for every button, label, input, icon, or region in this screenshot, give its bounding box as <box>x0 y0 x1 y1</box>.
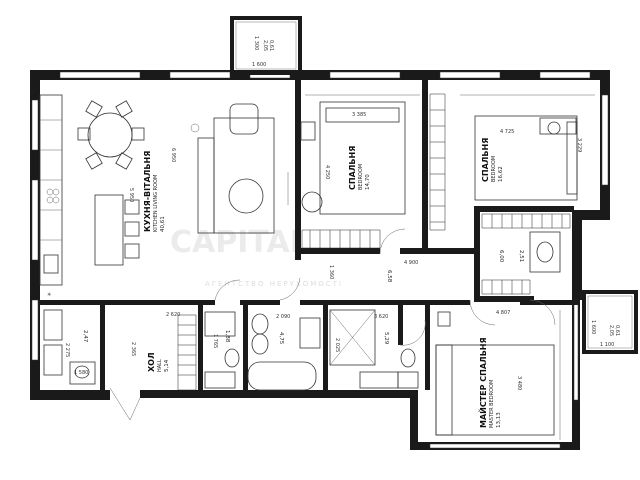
dim-balcony-right-w: 1 100 <box>600 342 614 348</box>
bedroom1-furniture <box>300 94 420 255</box>
dim-balcony-top-w: 1 600 <box>252 62 266 68</box>
dim-master-w: 4 807 <box>496 310 510 316</box>
dim-bedroom2-depth: 3 229 <box>576 138 582 152</box>
hall-name: ХОЛ <box>147 352 156 372</box>
bedroom2-furniture <box>429 93 595 231</box>
room-label-hall: ХОЛ HALL 5,14 <box>147 352 170 372</box>
area-corridor: 6,58 <box>386 270 392 283</box>
dim-bath-main-w: 2 090 <box>276 314 290 320</box>
room-label-master: МАЙСТЕР СПАЛЬНЯ MASTER BEDROOM 13,13 <box>477 337 502 428</box>
dim-bath-left-w: 1 580 <box>74 370 88 376</box>
dim-wc: 1 765 <box>212 334 218 348</box>
dim-balcony-right-area: 2,05 <box>608 325 614 336</box>
dim-balcony-top-h: 1 300 <box>253 36 259 50</box>
dim-hall-d: 2 365 <box>130 342 136 356</box>
area-bath-left: 2,47 <box>82 330 88 343</box>
dim-master-d: 3 480 <box>516 376 522 390</box>
dim-bedroom2-width: 4 725 <box>500 129 514 135</box>
master-name: МАЙСТЕР СПАЛЬНЯ <box>477 337 488 428</box>
asterisk-icon: ✳ <box>47 292 51 298</box>
bedroom1-name-en: BEDROOM <box>358 164 364 190</box>
dim-hall-w: 2 620 <box>166 312 180 318</box>
area-wc: 1,88 <box>224 330 230 343</box>
dim-bedroom1-width: 3 385 <box>352 112 366 118</box>
dim-bath-left: 2 275 <box>64 343 70 357</box>
dim-corridor-w: 1 360 <box>328 265 334 279</box>
kitchen-furniture: ✳ <box>39 94 289 298</box>
kitchen-area: 40,61 <box>160 216 166 232</box>
hall-name-en: HALL <box>157 359 163 372</box>
master-area: 13,13 <box>496 412 502 428</box>
room-label-bedroom2: СПАЛЬНЯ BEDROOM 16,62 <box>481 138 504 182</box>
master-name-en: MASTER BEDROOM <box>489 380 495 428</box>
dim-bath-master-w: 3 620 <box>374 314 388 320</box>
dim-kitchen-depth: 6 950 <box>170 148 176 162</box>
bathroom-fixtures <box>43 309 419 391</box>
watermark-tagline: АГЕНТСТВО НЕРУХОМОСТІ <box>205 280 343 288</box>
dim-bath-master-d: 2 025 <box>334 338 340 352</box>
area-dressing: 6,00 <box>498 250 504 263</box>
room-label-bedroom1: СПАЛЬНЯ BEDROOM 14,70 <box>348 146 371 190</box>
bedroom2-area: 16,62 <box>498 166 504 182</box>
dressing-furniture <box>481 213 571 295</box>
dim-balcony-top-area-b: 0,61 <box>268 40 274 51</box>
master-furniture <box>435 299 561 440</box>
dim-bedroom1-depth: 4 250 <box>324 165 330 179</box>
dim-balcony-right-h: 1 600 <box>590 320 596 334</box>
area-bath-main: 4,75 <box>278 332 284 345</box>
dim-balcony-top-area: 2,05 <box>262 40 268 51</box>
dim-kitchen-island: 5 950 <box>128 188 134 202</box>
room-label-kitchen: КУХНЯ-ВІТАЛЬНЯ KITCHEN LIVING ROOM 40,61 <box>143 151 166 232</box>
hall-area: 5,14 <box>164 359 170 372</box>
dimension-labels: 3 385 4 725 3 229 6 950 5 950 4 250 4 90… <box>64 112 582 390</box>
kitchen-name-en: KITCHEN LIVING ROOM <box>153 175 159 232</box>
area-dressing2: 2,51 <box>518 250 524 262</box>
outer-walls <box>30 70 610 450</box>
bedroom1-name: СПАЛЬНЯ <box>348 146 357 190</box>
hall-fixtures <box>109 277 426 421</box>
bedroom2-name: СПАЛЬНЯ <box>481 138 490 182</box>
dim-corridor-len: 4 900 <box>404 260 418 266</box>
kitchen-name: КУХНЯ-ВІТАЛЬНЯ <box>143 151 152 232</box>
bedroom2-name-en: BEDROOM <box>491 156 497 182</box>
balcony-right: 2,05 0,61 1 100 1 600 <box>582 290 638 354</box>
interior-walls <box>40 80 580 390</box>
bedroom1-area: 14,70 <box>365 174 371 190</box>
dim-balcony-right-area-b: 0,61 <box>614 325 620 336</box>
area-bath-master: 5,29 <box>383 332 389 345</box>
watermark-brand: CAPITAL <box>170 225 309 260</box>
balcony-top: 2,05 0,61 1 300 1 600 <box>230 16 302 75</box>
